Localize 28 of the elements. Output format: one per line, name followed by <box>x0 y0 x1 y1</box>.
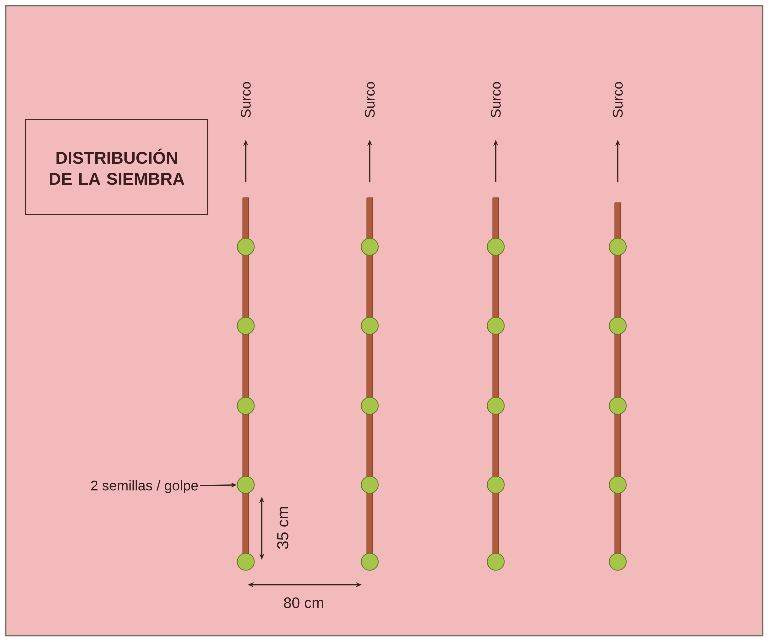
leader-text: 2 semillas / golpe <box>91 480 198 494</box>
seed-dot <box>487 317 505 335</box>
seed-dot <box>609 553 627 571</box>
furrow-label: Surco <box>365 82 375 118</box>
furrow-label: Surco <box>241 82 251 118</box>
seed-dot <box>237 317 255 335</box>
seed-dot <box>609 476 627 494</box>
furrow-label: Surco <box>491 82 501 118</box>
seed-dot <box>361 317 379 335</box>
title-box: DISTRIBUCIÓN DE LA SIEMBRA <box>26 119 208 215</box>
seed-dot <box>487 476 505 494</box>
dimension-label: 80 cm <box>284 598 324 608</box>
dimension-label: 35 cm <box>277 507 289 550</box>
seed-dot <box>361 553 379 571</box>
seed-dot <box>237 553 255 571</box>
seed-dot <box>609 317 627 335</box>
furrow-label: Surco <box>613 82 623 118</box>
seed-dot <box>361 397 379 415</box>
seed-dot <box>487 238 505 256</box>
seed-dot <box>361 238 379 256</box>
seed-dot <box>487 553 505 571</box>
seed-dot <box>237 238 255 256</box>
seed-dot <box>609 238 627 256</box>
seed-dot <box>237 476 255 494</box>
seed-dot <box>487 397 505 415</box>
seed-dot <box>237 397 255 415</box>
seed-dot <box>609 397 627 415</box>
seed-dot <box>361 476 379 494</box>
